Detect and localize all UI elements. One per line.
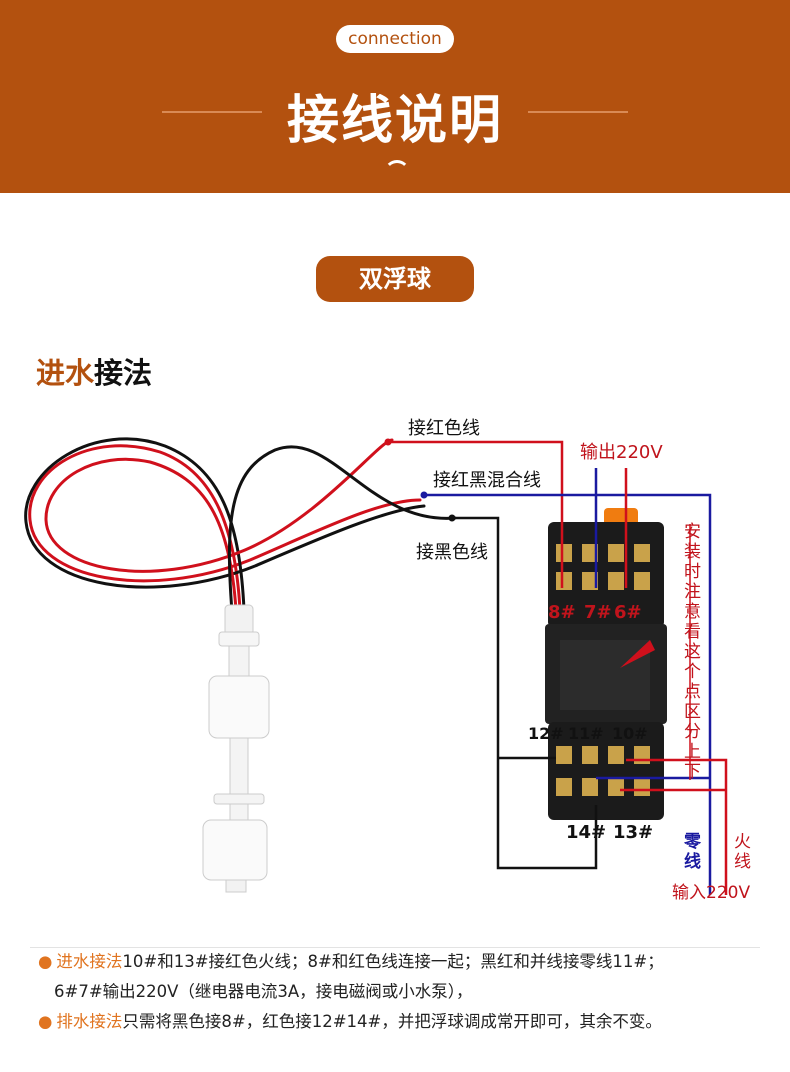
bullet-icon: ● xyxy=(38,1012,53,1031)
pin-13: 13# xyxy=(613,822,654,843)
red-wire-line xyxy=(388,440,564,588)
bullet-icon: ● xyxy=(38,952,53,971)
note-2: 6#7#输出220V（继电器电流3A，接电磁阀或小水泵）， xyxy=(54,980,472,1004)
header-line-left xyxy=(162,111,262,113)
note-3-text: 只需将黑色接8#，红色接12#14#，并把浮球调成常开即可，其余不变。 xyxy=(122,1012,662,1031)
relay-socket xyxy=(545,508,667,820)
note-1-key: 进水接法 xyxy=(56,952,123,971)
label-black-wire: 接黑色线 xyxy=(416,542,488,563)
pin-6: 6# xyxy=(614,602,642,623)
section-title-rest: 接法 xyxy=(94,356,153,390)
note-1-text: 10#和13#接红色火线；8#和红色线连接一起；黑红和并线接零线11#； xyxy=(122,952,664,971)
live-wire xyxy=(626,758,728,895)
label-install-note: 安装时注意看这个点区分上下 xyxy=(684,522,701,782)
float-cable xyxy=(24,437,457,614)
header-banner: connection 接线说明 xyxy=(0,0,790,193)
section-title: 进水接法 xyxy=(36,350,152,392)
pin-12: 12# xyxy=(528,724,564,743)
note-1: ●进水接法10#和13#接红色火线；8#和红色线连接一起；黑红和并线接零线11#… xyxy=(38,950,664,974)
section-title-highlight: 进水 xyxy=(36,356,95,390)
page-title: 接线说明 xyxy=(286,91,503,151)
pin-10: 10# xyxy=(612,724,648,743)
pin-8: 8# xyxy=(548,602,576,623)
label-red-wire: 接红色线 xyxy=(408,418,480,439)
divider xyxy=(30,947,760,948)
label-live: 火线 xyxy=(734,832,751,872)
blue-wire-line xyxy=(424,493,712,895)
label-red-black-wire: 接红黑混合线 xyxy=(433,470,541,491)
header-arc-icon xyxy=(384,160,410,186)
label-output: 输出220V xyxy=(580,442,663,463)
note-2-text: 6#7#输出220V（继电器电流3A，接电磁阀或小水泵）， xyxy=(54,982,473,1001)
note-3-key: 排水接法 xyxy=(56,1012,123,1031)
label-input: 输入220V xyxy=(672,883,751,903)
header-tag: connection xyxy=(336,25,454,53)
pin-7: 7# xyxy=(584,602,612,623)
black-wire-line xyxy=(452,516,598,870)
label-neutral: 零线 xyxy=(684,832,701,872)
note-3: ●排水接法只需将黑色接8#，红色接12#14#，并把浮球调成常开即可，其余不变。 xyxy=(38,1010,662,1034)
section-badge: 双浮球 xyxy=(316,256,474,302)
pin-14: 14# xyxy=(566,822,607,843)
float-switch xyxy=(202,604,270,893)
header-line-right xyxy=(528,111,628,113)
wiring-diagram xyxy=(24,437,728,895)
pin-11: 11# xyxy=(568,724,604,743)
